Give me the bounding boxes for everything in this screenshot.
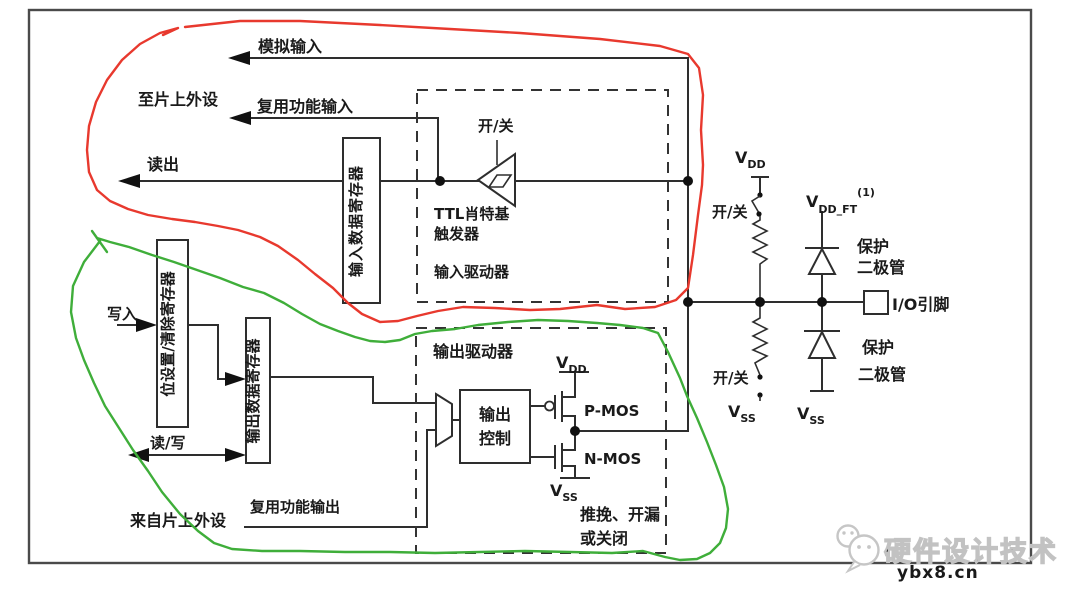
pulldown-on-off-label: 开/关 <box>713 369 748 387</box>
wechat-icon <box>836 524 880 574</box>
vss-diode-label: VSS <box>797 404 825 427</box>
input-data-register-label: 输入数据寄存器 <box>347 165 365 277</box>
vss-pulldown-label: VSS <box>728 402 756 425</box>
pmos-transistor <box>529 371 589 432</box>
vdd-ft-label: VDD_FT(1) <box>806 186 875 216</box>
nmos-transistor <box>529 430 590 479</box>
inversion-bubble-icon <box>544 400 555 412</box>
schmitt-triangle-icon <box>476 152 516 208</box>
input-driver-box <box>416 89 669 303</box>
mux-icon <box>435 392 453 448</box>
read-write-label: 读/写 <box>150 434 185 452</box>
schmitt-on-off-label: 开/关 <box>478 117 513 135</box>
read-label: 读出 <box>147 155 179 174</box>
analog-input-arrowhead-icon <box>228 51 250 65</box>
ttl-schmitt-label-1: TTL肖特基 <box>434 205 510 223</box>
pmos-label: P-MOS <box>584 402 639 420</box>
vdd-pmos-label: VDD <box>556 353 587 376</box>
from-onchip-label: 来自片上外设 <box>129 511 227 530</box>
mode-label-1: 推挽、开漏 <box>580 505 660 524</box>
io-pin-label: I/O引脚 <box>892 295 949 314</box>
pullup-branch <box>750 176 769 302</box>
upper-protect-label-2: 二极管 <box>857 258 905 277</box>
wires <box>117 51 865 528</box>
io-pin-pad <box>863 290 889 315</box>
write-label: 写入 <box>107 305 137 323</box>
junction-dots <box>435 176 827 436</box>
pulldown-branch <box>751 302 769 401</box>
vdd-pullup-label: VDD <box>735 148 766 171</box>
pullup-switch-blade <box>750 195 761 214</box>
watermark: 硬件设计技术 ybx8.cn <box>836 524 1058 583</box>
vss-nmos-label: VSS <box>550 481 578 504</box>
read-write-left-arrowhead-icon <box>128 448 149 462</box>
output-data-register-label: 输出数据寄存器 <box>244 338 262 444</box>
analog-input-label: 模拟输入 <box>258 37 322 56</box>
mode-label-2: 或关闭 <box>580 529 628 548</box>
af-output-label: 复用功能输出 <box>249 498 340 516</box>
upper-protect-label-1: 保护 <box>856 237 889 256</box>
input-data-register-box <box>342 137 381 304</box>
read-arrowhead-icon <box>118 174 140 188</box>
output-control-label-1: 输出 <box>479 405 511 424</box>
hysteresis-icon <box>487 174 513 188</box>
vdd-terminal <box>751 176 769 194</box>
bit-set-clear-register-box <box>156 239 189 428</box>
bsrr-to-odr-line <box>187 324 229 380</box>
bit-set-clear-register-label: 位设置/清除寄存器 <box>159 270 177 396</box>
output-control-label-2: 控制 <box>479 429 511 448</box>
upper-protection-diode <box>805 211 839 303</box>
red-annotation-loop <box>85 19 705 324</box>
schmitt-trigger <box>476 140 516 208</box>
af-input-line <box>248 117 439 182</box>
pullup-resistor-icon <box>751 216 769 302</box>
write-arrowhead-icon <box>136 318 157 332</box>
watermark-brand: 硬件设计技术 <box>884 537 1058 568</box>
output-data-register-box <box>245 317 271 464</box>
nmos-label: N-MOS <box>584 450 641 468</box>
diagram-border <box>27 8 1033 565</box>
pullup-on-off-label: 开/关 <box>712 203 747 221</box>
read-write-right-arrowhead-icon <box>225 448 246 462</box>
watermark-site: ybx8.cn <box>897 563 979 583</box>
odr-to-mux-line <box>269 376 437 404</box>
lower-protection-diode <box>804 301 840 392</box>
lower-protect-label-1: 保护 <box>861 338 894 357</box>
to-onchip-label: 至片上外设 <box>138 90 219 109</box>
af-input-label: 复用功能输入 <box>256 97 353 116</box>
green-annotation-loop <box>69 229 730 562</box>
af-output-line <box>244 429 437 528</box>
output-control-box <box>459 389 531 464</box>
pulldown-resistor-icon <box>751 302 769 376</box>
output-driver-label: 输出驱动器 <box>433 342 514 361</box>
bsrr-odr-arrowhead-icon <box>225 372 246 386</box>
lower-protect-label-2: 二极管 <box>858 365 906 384</box>
ttl-schmitt-label-2: 触发器 <box>434 225 480 243</box>
af-input-arrowhead-icon <box>229 111 251 125</box>
output-driver-box <box>415 327 667 554</box>
input-driver-label: 输入驱动器 <box>434 263 510 281</box>
